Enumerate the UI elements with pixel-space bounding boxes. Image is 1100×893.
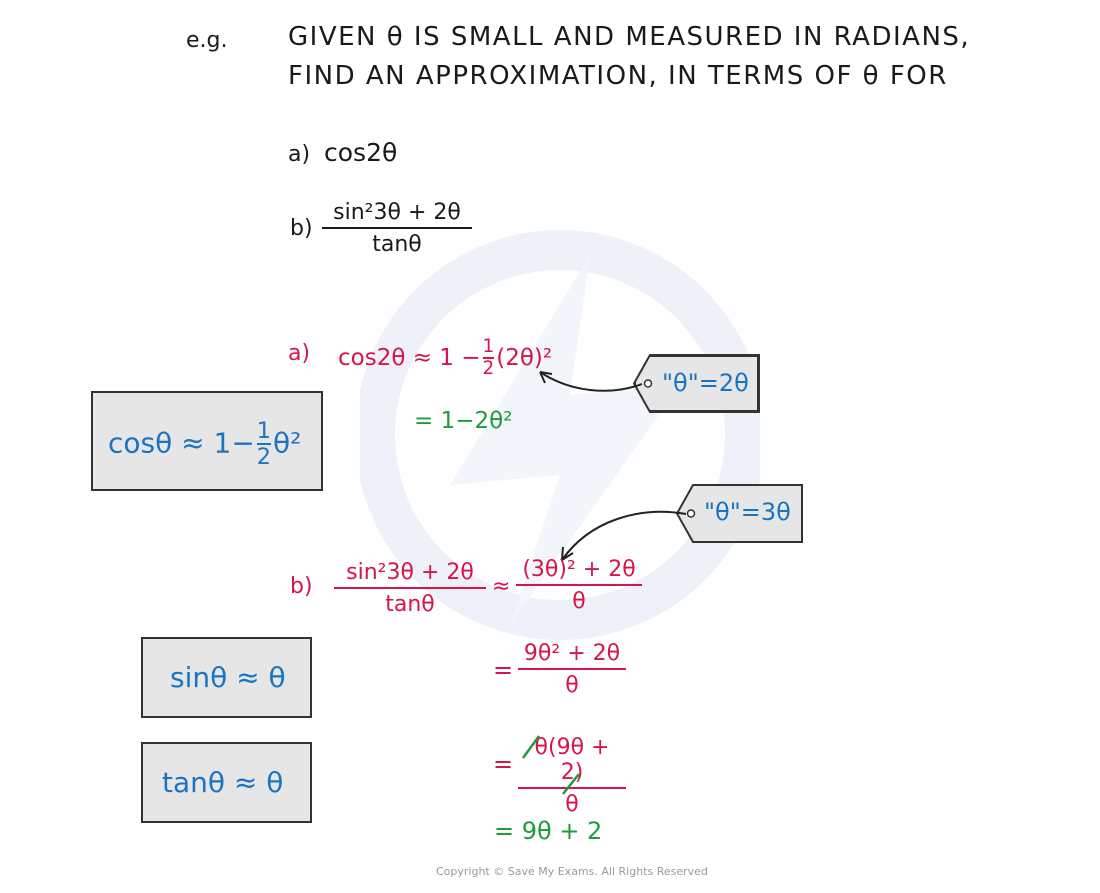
part-b-denominator: tanθ [372,232,422,257]
tan-identity-box [141,742,312,823]
equals-sign-1: = [493,656,514,684]
part-b-numerator: sin²3θ + 2θ [333,200,461,225]
tag-b-outline [675,484,803,543]
tag-b-text: "θ"=3θ [704,498,791,526]
solution-b-label: b) [290,574,313,599]
solution-a-rhs: (2θ)² [496,344,553,371]
solution-b-fraction-1: sin²3θ + 2θ tanθ [334,560,486,617]
arrow-b [561,510,687,561]
fraction-bar [322,227,472,229]
cos-identity-box [91,391,323,491]
cos-identity-lhs: cosθ ≈ 1− [108,426,255,460]
part-a-expression: cos2θ [324,138,398,167]
tan-identity: tanθ ≈ θ [162,766,284,799]
example-label: e.g. [186,28,228,53]
tag-a-text: "θ"=2θ [662,369,749,397]
question-line-1: GIVEN θ IS SMALL AND MEASURED IN RADIANS… [288,22,971,52]
tag-a-outline [632,354,760,413]
part-b-fraction: sin²3θ + 2θ tanθ [322,200,472,257]
question-line-2: FIND AN APPROXIMATION, IN TERMS OF θ FOR [288,61,948,91]
copyright-footer: Copyright © Save My Exams. All Rights Re… [436,865,708,878]
equals-sign-2: = [493,750,514,778]
part-b-label: b) [290,216,313,241]
solution-b-final: = 9θ + 2 [494,817,603,845]
sin-identity: sinθ ≈ θ [170,661,286,694]
cancel-marks [521,735,580,795]
solution-b-fraction-3: 9θ² + 2θ θ [518,641,626,698]
arrow-a [539,371,643,392]
watermark-logo [360,230,760,640]
approx-sign: ≈ [492,574,511,599]
solution-a-lhs: cos2θ ≈ 1 − [338,344,481,371]
solution-a-result: = 1−2θ² [414,408,513,434]
part-a-label: a) [288,142,311,167]
cos-identity-rhs: θ² [273,426,302,460]
solution-b-fraction-4: θ(9θ + 2) θ [518,735,626,817]
solution-a-label: a) [288,341,311,366]
solution-b-fraction-2: (3θ)² + 2θ θ [516,557,642,614]
sin-identity-box [141,637,312,718]
